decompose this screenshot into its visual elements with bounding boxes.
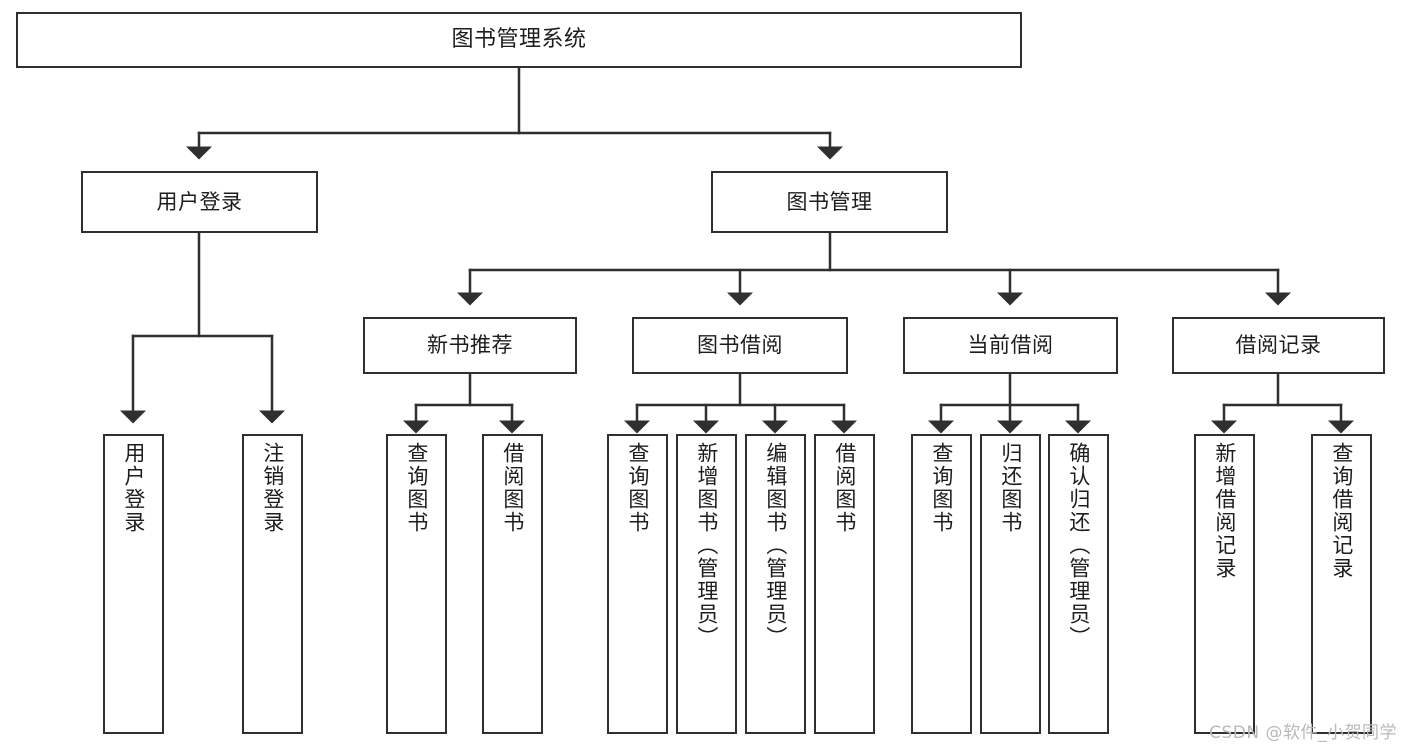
node-leaf-borrow-book-a-label: 借阅图书 (500, 442, 525, 534)
node-leaf-query-book-b-label: 查询图书 (625, 442, 650, 534)
node-leaf-return-book[interactable]: 归还图书 (980, 434, 1041, 734)
node-leaf-add-record[interactable]: 新增借阅记录 (1194, 434, 1255, 734)
node-leaf-confirm-return[interactable]: 确认归还（管理员） (1048, 434, 1109, 734)
node-leaf-borrow-book-a[interactable]: 借阅图书 (482, 434, 543, 734)
node-leaf-logout[interactable]: 注销登录 (242, 434, 303, 734)
watermark: CSDN @软件_小贺同学 (1209, 723, 1397, 743)
node-book-borrow-label: 图书借阅 (697, 333, 783, 358)
node-borrow-record-label: 借阅记录 (1235, 333, 1322, 358)
node-leaf-add-book[interactable]: 新增图书（管理员） (676, 434, 737, 734)
node-leaf-user-login-label: 用户登录 (121, 442, 146, 534)
node-leaf-query-book-c[interactable]: 查询图书 (911, 434, 972, 734)
node-book-management-label: 图书管理 (786, 189, 873, 214)
node-leaf-query-record-label: 查询借阅记录 (1329, 442, 1354, 580)
node-leaf-borrow-book-b[interactable]: 借阅图书 (814, 434, 875, 734)
node-leaf-confirm-return-label: 确认归还（管理员） (1066, 442, 1091, 649)
node-leaf-query-book-a[interactable]: 查询图书 (386, 434, 447, 734)
node-leaf-query-book-a-label: 查询图书 (404, 442, 429, 534)
node-leaf-borrow-book-b-label: 借阅图书 (832, 442, 857, 534)
node-leaf-user-login[interactable]: 用户登录 (103, 434, 164, 734)
node-book-borrow[interactable]: 图书借阅 (632, 317, 848, 374)
node-user-login-label: 用户登录 (156, 189, 243, 214)
node-current-borrow-label: 当前借阅 (967, 333, 1054, 358)
node-leaf-query-book-c-label: 查询图书 (929, 442, 954, 534)
node-leaf-query-book-b[interactable]: 查询图书 (607, 434, 668, 734)
node-leaf-add-record-label: 新增借阅记录 (1212, 442, 1237, 580)
node-leaf-edit-book[interactable]: 编辑图书（管理员） (745, 434, 806, 734)
node-leaf-logout-label: 注销登录 (260, 442, 285, 534)
node-borrow-record[interactable]: 借阅记录 (1172, 317, 1385, 374)
node-leaf-query-record[interactable]: 查询借阅记录 (1311, 434, 1372, 734)
node-user-login[interactable]: 用户登录 (81, 171, 318, 233)
node-leaf-return-book-label: 归还图书 (998, 442, 1023, 534)
node-leaf-add-book-label: 新增图书（管理员） (694, 442, 719, 649)
node-new-book-recommend[interactable]: 新书推荐 (363, 317, 577, 374)
node-leaf-edit-book-label: 编辑图书（管理员） (763, 442, 788, 649)
node-current-borrow[interactable]: 当前借阅 (903, 317, 1118, 374)
node-root[interactable]: 图书管理系统 (16, 12, 1022, 68)
node-new-book-recommend-label: 新书推荐 (427, 333, 513, 358)
node-book-management[interactable]: 图书管理 (711, 171, 948, 233)
node-root-label: 图书管理系统 (451, 27, 587, 53)
